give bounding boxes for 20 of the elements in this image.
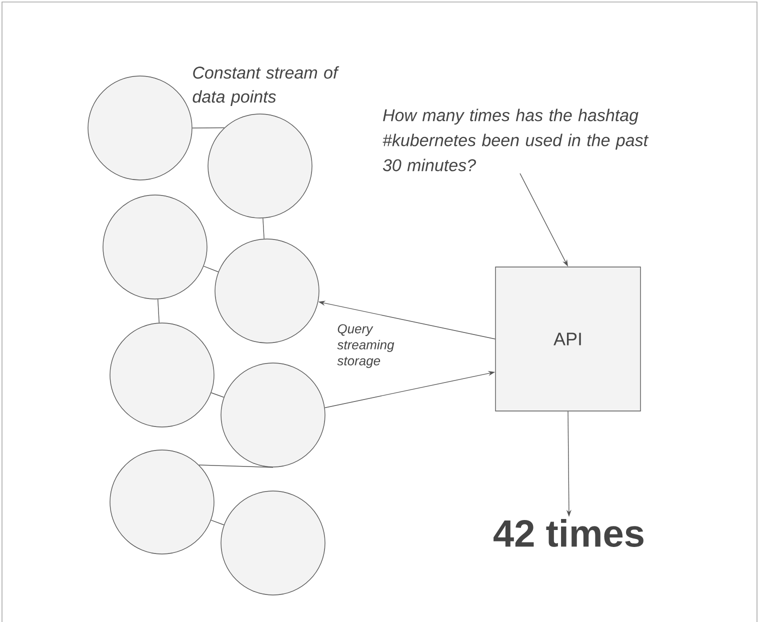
data-point-circle — [214, 238, 320, 344]
data-point-circle — [110, 322, 214, 428]
connector-line — [210, 392, 224, 398]
question-text: How many times has the hashtag #kubernetes been used in the past 30 minutes? — [382, 108, 649, 172]
data-point-circle — [220, 362, 326, 468]
connector-line — [203, 266, 219, 272]
data-point-circle — [110, 450, 214, 554]
data-point-circle — [208, 114, 312, 218]
connector-line — [262, 218, 264, 240]
connector-line — [192, 127, 225, 128]
data-point-circle — [220, 490, 326, 596]
data-point-circle — [88, 76, 192, 180]
note-text: Query streaming storage — [337, 324, 394, 368]
result-text: 42 times — [494, 519, 644, 547]
connector-line — [158, 298, 160, 324]
data-point-circle — [102, 194, 208, 300]
connector-line — [198, 464, 274, 468]
process-box: API — [495, 266, 641, 412]
connector-line — [210, 520, 224, 526]
caption-text: Constant stream of data points — [192, 66, 340, 106]
